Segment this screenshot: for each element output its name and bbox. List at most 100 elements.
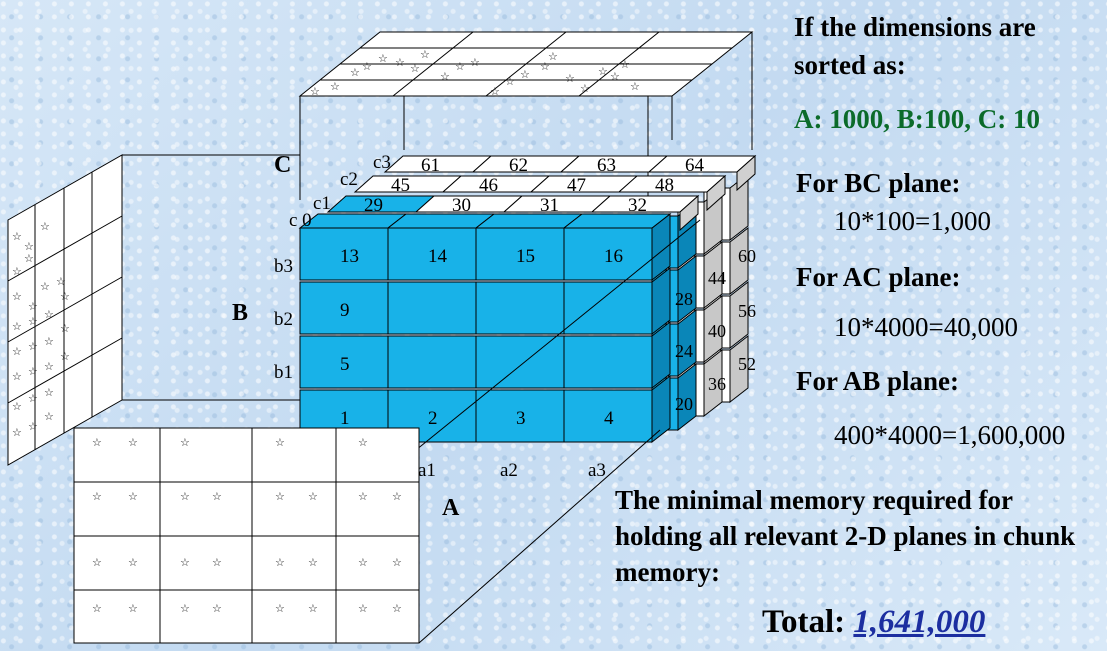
top-layer-label: 32	[628, 195, 647, 216]
star-icon: ☆	[180, 556, 190, 569]
star-icon: ☆	[440, 70, 450, 83]
front-chunk: 3	[475, 389, 565, 443]
star-icon: ☆	[275, 436, 285, 449]
star-icon: ☆	[470, 56, 480, 69]
star-icon: ☆	[598, 65, 608, 78]
top-layer-label: 64	[685, 155, 705, 176]
star-icon: ☆	[44, 386, 54, 399]
star-icon: ☆	[12, 400, 22, 413]
star-icon: ☆	[60, 322, 70, 335]
star-icon: ☆	[60, 350, 70, 363]
star-icon: ☆	[24, 240, 34, 253]
chunk-number: 2	[428, 408, 438, 429]
top-layer-label: 47	[567, 175, 586, 196]
projection-lines-bottom	[74, 427, 661, 644]
star-icon: ☆	[44, 308, 54, 321]
star-icon: ☆	[308, 556, 318, 569]
b-label-2: b2	[274, 309, 293, 330]
front-chunk	[563, 266, 671, 336]
star-icon: ☆	[392, 556, 402, 569]
star-icon: ☆	[392, 490, 402, 503]
side-chunk-number: 40	[708, 321, 726, 341]
total-label: Total:	[762, 604, 846, 640]
a-label-1: a1	[418, 460, 436, 481]
star-icon: ☆	[505, 75, 515, 88]
front-chunk: 4	[563, 374, 671, 444]
star-icon: ☆	[44, 410, 54, 423]
c-label-0: c 0	[289, 210, 312, 231]
side-chunk-number: 28	[675, 289, 693, 309]
a-label-3: a3	[588, 460, 606, 481]
star-icon: ☆	[28, 300, 38, 313]
star-icon: ☆	[12, 370, 22, 383]
star-icon: ☆	[362, 60, 372, 73]
star-icon: ☆	[350, 66, 360, 79]
star-icon: ☆	[275, 490, 285, 503]
side-chunk-number: 52	[738, 354, 756, 374]
star-icon: ☆	[180, 490, 190, 503]
bottom-plane: ☆☆☆☆☆☆☆☆☆☆☆☆☆☆☆☆☆☆☆☆☆☆☆☆☆☆☆☆☆	[73, 427, 420, 644]
side-chunk-number: 20	[675, 394, 693, 414]
axis-label-a: A	[442, 495, 460, 521]
star-icon: ☆	[358, 602, 368, 615]
star-icon: ☆	[308, 490, 318, 503]
star-icon: ☆	[630, 80, 640, 93]
star-icon: ☆	[358, 556, 368, 569]
front-chunk: 16	[562, 212, 672, 282]
chunk-number: 13	[340, 246, 359, 267]
star-icon: ☆	[92, 556, 102, 569]
star-icon: ☆	[310, 85, 320, 98]
top-layer-label: 62	[509, 155, 528, 176]
star-icon: ☆	[28, 420, 38, 433]
ac-plane-value: 10*4000=40,000	[834, 312, 1018, 342]
front-chunk	[387, 335, 477, 389]
star-icon: ☆	[212, 602, 222, 615]
top-layer-label: 61	[421, 155, 440, 176]
star-icon: ☆	[92, 602, 102, 615]
star-icon: ☆	[358, 490, 368, 503]
top-layer-label: 63	[597, 155, 616, 176]
star-icon: ☆	[540, 60, 550, 73]
star-icon: ☆	[12, 290, 22, 303]
front-chunk: 13	[298, 213, 408, 281]
star-icon: ☆	[12, 426, 22, 439]
star-icon: ☆	[275, 556, 285, 569]
front-chunk: 5	[299, 335, 389, 389]
star-icon: ☆	[180, 602, 190, 615]
side-chunk-number: 56	[738, 301, 756, 321]
star-icon: ☆	[548, 50, 558, 63]
star-icon: ☆	[44, 335, 54, 348]
projection-lines-left	[122, 154, 300, 401]
chunk-number: 15	[516, 246, 535, 267]
star-icon: ☆	[128, 602, 138, 615]
total-value-link[interactable]: 1,641,000	[853, 604, 986, 640]
top-layer-label: 31	[540, 195, 559, 216]
top-layer-label: 48	[655, 175, 674, 196]
star-icon: ☆	[180, 436, 190, 449]
c-label-1: c1	[313, 193, 331, 214]
chunk-number: 4	[604, 408, 614, 429]
top-layer-label: 29	[364, 195, 383, 216]
chunk-number: 14	[428, 246, 448, 267]
star-icon: ☆	[28, 340, 38, 353]
heading-text: If the dimensions are sorted as:	[794, 12, 1036, 80]
star-icon: ☆	[28, 392, 38, 405]
bc-plane-label: For BC plane:	[796, 168, 961, 198]
star-icon: ☆	[395, 56, 405, 69]
star-icon: ☆	[330, 80, 340, 93]
star-icon: ☆	[128, 490, 138, 503]
c-label-3: c3	[373, 152, 391, 173]
chunk-number: 3	[516, 408, 526, 429]
star-icon: ☆	[60, 290, 70, 303]
top-layer-row: 61 62 63 64	[383, 154, 757, 192]
bc-plane-value: 10*100=1,000	[834, 206, 991, 236]
chunk-number: 1	[340, 408, 350, 429]
left-plane: ☆☆☆☆☆☆☆☆☆☆☆☆☆☆☆☆☆☆☆☆☆☆☆☆☆☆☆	[7, 154, 123, 466]
star-icon: ☆	[410, 62, 420, 75]
star-icon: ☆	[92, 490, 102, 503]
star-icon: ☆	[40, 280, 50, 293]
top-layer-label: 45	[391, 175, 410, 196]
